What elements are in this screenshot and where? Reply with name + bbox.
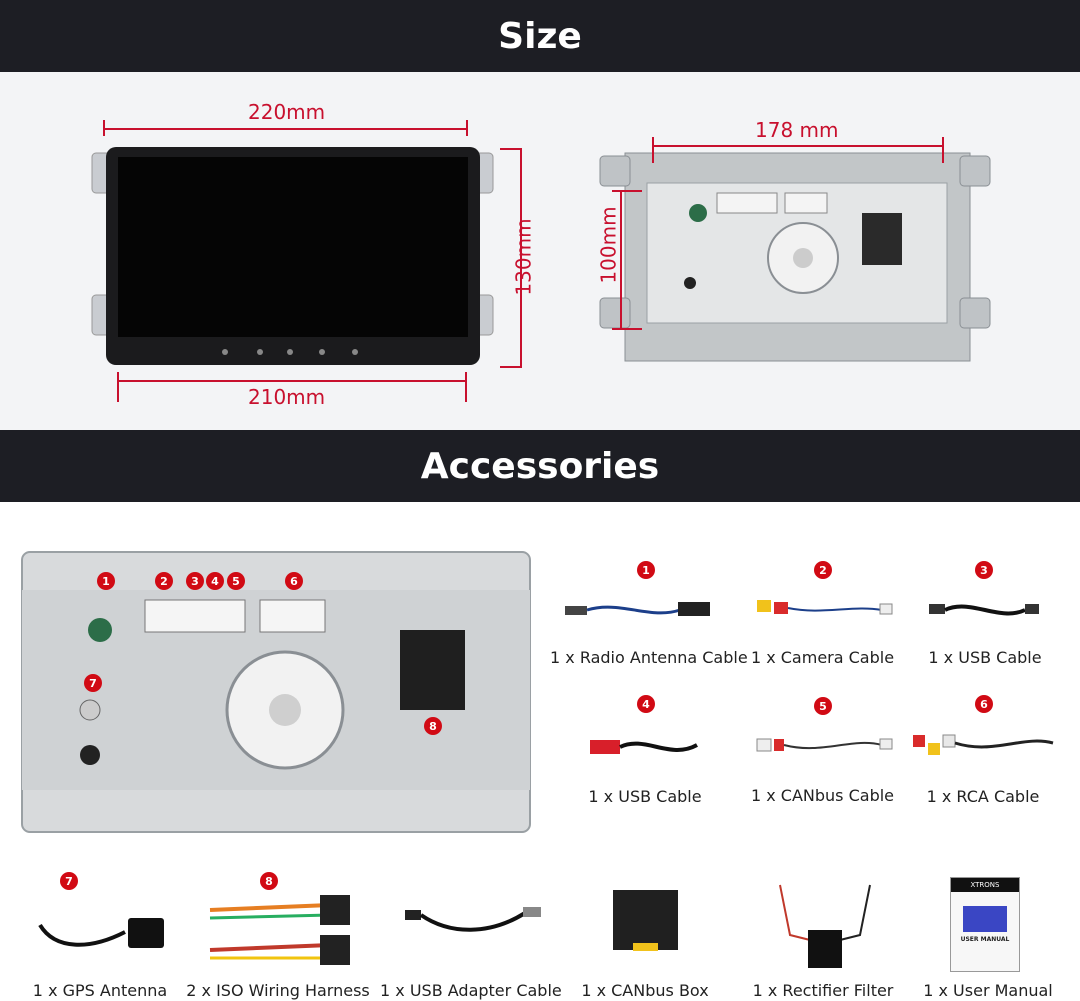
usb-adapter-cable-image [405,907,541,932]
board-badge-2: 2 [155,572,173,590]
item-label-3: 1 x USB Cable [928,648,1042,667]
manual-title: USER MANUAL [960,936,1010,943]
gps-antenna-image [38,918,164,948]
accessories-title: Accessories [420,445,660,487]
manual-screen [963,906,1007,932]
front-bottom-dim: 210mm [248,385,326,409]
front-top-dim: 220mm [248,100,326,124]
user-manual-image: XTRONS USER MANUAL [950,877,1020,972]
item-label-2: 1 x Camera Cable [750,648,895,667]
iso-wiring-harness-image [209,895,350,965]
canbus-cable-image [756,738,893,752]
back-unit-image [599,152,991,362]
item-label-7: 1 x GPS Antenna [32,981,168,1000]
board-badge-8: 8 [424,717,442,735]
front-unit-image [91,147,494,365]
item-badge-6: 6 [975,695,993,713]
camera-cable-image [757,600,893,615]
rectifier-filter-image [779,884,871,968]
rca-cable-image [913,734,1054,755]
item-badge-2: 2 [814,561,832,579]
item-badge-7: 7 [60,872,78,890]
radio-antenna-cable-image [565,602,710,616]
item-badge-1: 1 [637,561,655,579]
accessories-back-panel [21,551,531,833]
item-badge-3: 3 [975,561,993,579]
back-height-dim-line [620,190,622,330]
board-badge-6: 6 [285,572,303,590]
item-badge-8: 8 [260,872,278,890]
front-bottom-dim-line [117,380,467,382]
item-label-10: 1 x CANbus Box [581,981,709,1000]
item-label-8: 2 x ISO Wiring Harness [186,981,370,1000]
usb-cable-image-1 [929,604,1039,616]
back-height-dim: 100mm [596,206,621,284]
accessories-banner: Accessories [0,430,1080,502]
item-badge-5: 5 [814,697,832,715]
front-height-dim: 130mm [511,218,536,296]
manual-brand: XTRONS [951,878,1019,892]
item-badge-4: 4 [637,695,655,713]
canbus-box-image [613,890,678,951]
board-badge-4: 4 [206,572,224,590]
back-width-dim: 178 mm [755,118,839,142]
item-label-6: 1 x RCA Cable [926,787,1040,806]
item-label-5: 1 x CANbus Cable [750,786,895,805]
item-label-12: 1 x User Manual [923,981,1053,1000]
size-banner: Size [0,0,1080,72]
usb-cable-image-2 [590,740,698,754]
board-badge-1: 1 [97,572,115,590]
back-width-dim-line [652,145,944,147]
size-title: Size [498,15,582,57]
front-top-dim-line [103,128,468,130]
item-label-4: 1 x USB Cable [588,787,702,806]
board-badge-7: 7 [84,674,102,692]
board-badge-3: 3 [186,572,204,590]
item-label-1: 1 x Radio Antenna Cable [550,648,748,667]
item-label-11: 1 x Rectifier Filter [752,981,894,1000]
item-label-9: 1 x USB Adapter Cable [380,981,562,1000]
front-height-dim-line [520,148,522,368]
board-badge-5: 5 [227,572,245,590]
